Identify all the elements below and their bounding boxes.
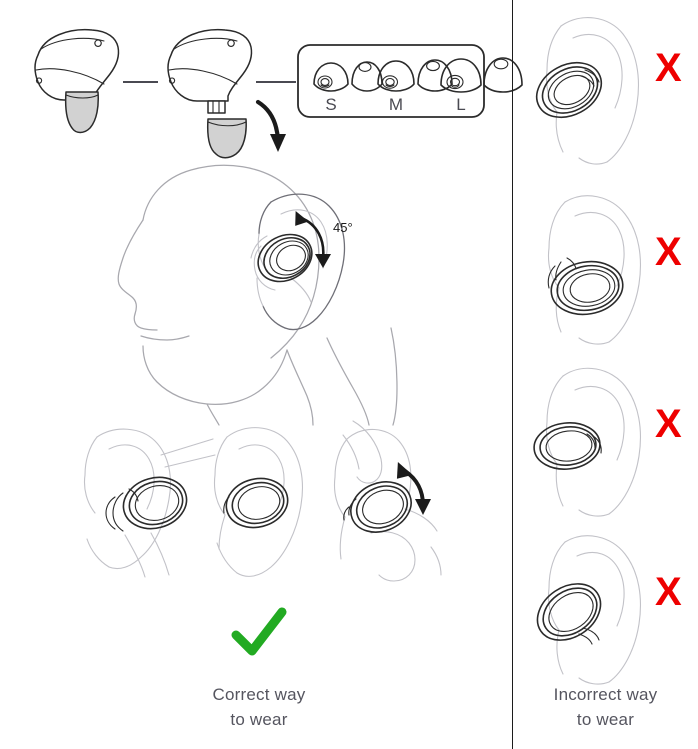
ear-tip-size-large xyxy=(440,57,523,93)
head-profile-with-earbud: 45° xyxy=(117,164,398,426)
neck-and-shoulder xyxy=(206,327,398,426)
incorrect-example-4 xyxy=(536,535,642,685)
swap-tip-arrow xyxy=(255,99,286,152)
correct-way-caption: Correct way to wear xyxy=(156,682,362,732)
ear-tip-selection-row: S M xyxy=(34,28,523,159)
size-label-l: L xyxy=(456,95,465,114)
incorrect-mark-1: X xyxy=(655,46,682,90)
size-label-s: S xyxy=(325,95,336,114)
ear-tip-size-medium xyxy=(377,59,453,92)
correct-caption-line-1: Correct way xyxy=(212,685,306,704)
correct-way-panel: S M xyxy=(34,28,523,732)
ear-outline-4 xyxy=(547,535,642,685)
ear-tip-size-options[interactable]: S M xyxy=(297,44,523,118)
earbud-with-tip-detached xyxy=(167,28,253,114)
fit-step-3-rotate xyxy=(333,420,442,582)
incorrect-caption-line-1: Incorrect way xyxy=(553,685,658,704)
fit-step-2-seated xyxy=(213,427,304,577)
rotation-angle-arrow xyxy=(295,211,331,268)
incorrect-way-caption: Incorrect way to wear xyxy=(513,682,698,732)
earbud-misplaced-4 xyxy=(536,583,602,645)
rotate-arrow xyxy=(396,461,431,515)
incorrect-example-2 xyxy=(547,195,642,345)
size-label-m: M xyxy=(389,95,403,114)
ear-outline-2 xyxy=(547,195,642,345)
earbud-misplaced-2 xyxy=(547,257,624,316)
ear-outline xyxy=(256,193,346,331)
correct-caption-line-2: to wear xyxy=(230,710,288,729)
earbud-in-ear xyxy=(250,233,313,291)
green-check-icon xyxy=(228,604,290,660)
incorrect-example-3 xyxy=(533,367,642,517)
face-outline xyxy=(117,164,320,406)
ear-tip-size-small xyxy=(313,61,383,92)
fit-step-sequence xyxy=(83,420,442,582)
incorrect-mark-2: X xyxy=(655,230,682,274)
incorrect-mark-3: X xyxy=(655,402,682,446)
incorrect-way-panel: X X xyxy=(513,0,698,749)
detached-silicone-ear-tip xyxy=(206,118,247,159)
ear-outline-1 xyxy=(545,17,640,165)
column-divider xyxy=(512,0,513,749)
fit-step-1-insert xyxy=(83,428,216,578)
incorrect-mark-4: X xyxy=(655,570,682,614)
earbud-misplaced-3 xyxy=(533,422,602,470)
angle-label: 45° xyxy=(333,220,353,235)
earbud-misplaced-1 xyxy=(535,61,603,119)
earbud-with-tip-attached xyxy=(34,28,120,134)
incorrect-caption-line-2: to wear xyxy=(576,710,635,729)
incorrect-example-1 xyxy=(535,17,640,165)
